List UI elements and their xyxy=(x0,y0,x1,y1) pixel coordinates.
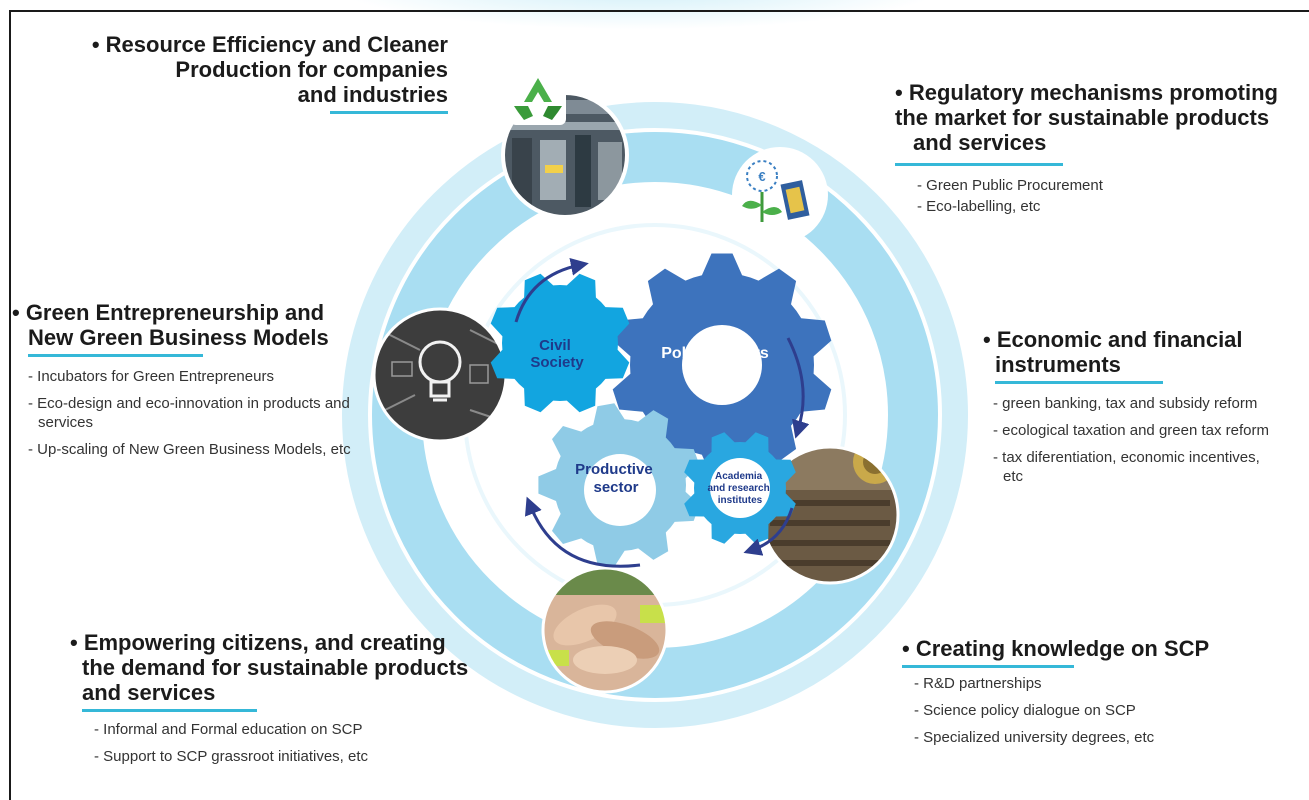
arrow-bottom-left xyxy=(524,496,641,568)
section-creating-knowledge: • Creating knowledge on SCP - R&D partne… xyxy=(902,636,1262,755)
arrow-bottom-right xyxy=(743,507,794,556)
list-item: - Specialized university degrees, etc xyxy=(914,729,1155,746)
list-item: - Incubators for Green Entrepreneurs xyxy=(28,368,274,385)
heading-underline xyxy=(995,381,1163,384)
gear-civil-society xyxy=(490,273,630,413)
cycle-arrows xyxy=(514,257,810,568)
list-item: - Up-scaling of New Green Business Model… xyxy=(28,441,351,458)
heading-creating-knowledge: • Creating knowledge on SCP xyxy=(902,636,1210,661)
heading-economic-instruments: • Economic and financial instruments xyxy=(983,327,1243,377)
label-policy-makers: Policy-Makers xyxy=(661,345,769,362)
list-item: - tax diferentiation, economic incentive… xyxy=(993,449,1260,485)
svg-text:€: € xyxy=(758,169,765,184)
eu-ecolabel-icon: € xyxy=(732,147,828,243)
outer-ring xyxy=(342,102,968,728)
heading-underline xyxy=(330,111,448,114)
list-item: - Science policy dialogue on SCP xyxy=(914,702,1136,719)
heading-underline xyxy=(82,709,257,712)
section-economic-instruments: • Economic and financial instruments - g… xyxy=(983,327,1283,494)
arrow-top xyxy=(514,257,589,323)
list-item: - R&D partnerships xyxy=(914,675,1042,692)
gear-productive-sector xyxy=(538,403,700,567)
section-green-entrepreneurship: • Green Entrepreneurship and New Green B… xyxy=(12,300,362,467)
heading-resource-efficiency: • Resource Efficiency and Cleaner Produc… xyxy=(91,32,448,107)
lightbulb-icon xyxy=(418,340,462,402)
heading-underline xyxy=(902,665,1074,668)
section-regulatory-mechanisms: • Regulatory mechanisms promoting the ma… xyxy=(895,80,1309,218)
heading-underline xyxy=(28,354,203,357)
heading-green-entrepreneurship: • Green Entrepreneurship and New Green B… xyxy=(12,300,329,350)
list-item: - Green Public Procurement xyxy=(917,177,1103,194)
label-civil-society: Civil Society xyxy=(530,337,584,371)
recycle-icon xyxy=(510,75,566,125)
list-item: - Eco-labelling, etc xyxy=(917,198,1041,215)
heading-empowering-citizens: • Empowering citizens, and creating the … xyxy=(70,630,469,705)
top-glow xyxy=(330,0,950,30)
label-academia: Academia and research institutes xyxy=(707,471,772,506)
arrow-right xyxy=(786,337,810,439)
heading-regulatory-mechanisms: • Regulatory mechanisms promoting the ma… xyxy=(895,80,1278,155)
list-item: - Support to SCP grassroot initiatives, … xyxy=(94,748,369,765)
section-empowering-citizens: • Empowering citizens, and creating the … xyxy=(70,630,540,774)
label-productive-sector: Productive sector xyxy=(575,461,657,496)
section-resource-efficiency: • Resource Efficiency and Cleaner Produc… xyxy=(58,32,448,114)
list-item: - ecological taxation and green tax refo… xyxy=(993,422,1269,439)
gear-academia xyxy=(684,432,796,544)
list-item: - Informal and Formal education on SCP xyxy=(94,721,363,738)
list-item: - green banking, tax and subsidy reform xyxy=(993,395,1258,412)
lightbulb-photo xyxy=(374,309,506,441)
list-item: - Eco-design and eco-innovation in produ… xyxy=(28,395,350,431)
frame-border xyxy=(9,10,1309,800)
heading-underline xyxy=(895,163,1063,166)
